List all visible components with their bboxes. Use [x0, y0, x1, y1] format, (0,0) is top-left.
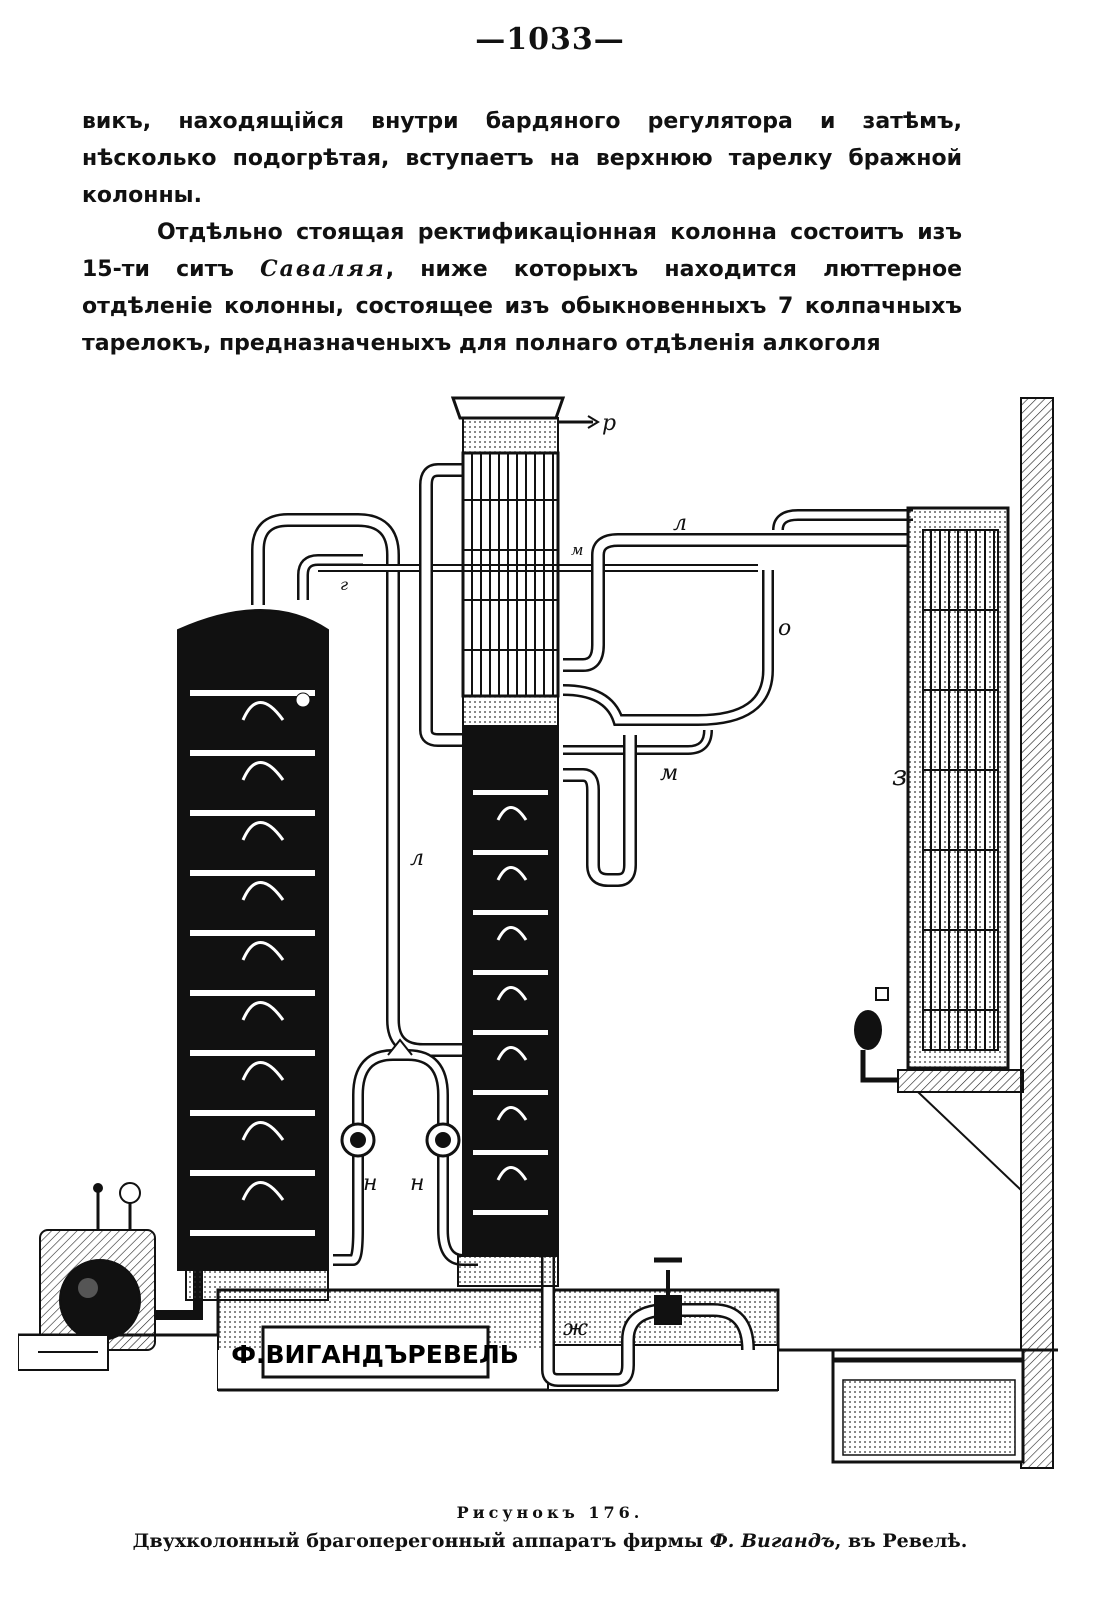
label-zh: ж — [563, 1316, 588, 1341]
label-o: о — [778, 616, 791, 641]
label-m-top: м — [571, 541, 583, 559]
page-number: —1033— — [475, 22, 625, 57]
caption-start: Двухколонный брагоперегонный аппаратъ фи… — [132, 1530, 710, 1552]
maker-plaque: Ф.ВИГАНДЪРЕВЕЛЬ — [231, 1340, 519, 1369]
caption-italic: Ф. Вигандъ — [709, 1530, 835, 1552]
wall-right — [1020, 397, 1054, 1469]
paragraph-2-end: , ниже которыхъ находится люттерное отдѣ… — [82, 257, 962, 356]
paragraph-2-start: Отдѣльно стоящая ректификаціонная колонн… — [82, 220, 962, 282]
label-n1: н — [363, 1171, 378, 1196]
apparatus-illustration: Ф.ВИГАНДЪРЕВЕЛЬ — [18, 396, 1058, 1469]
label-m-mid: м — [660, 761, 678, 786]
vapour-pipes — [251, 463, 913, 1387]
paragraph-2-italic: Саваляя — [260, 256, 386, 282]
label-l-top: л — [673, 511, 687, 536]
body-text: викъ, находящійся внутри бардяного регул… — [82, 103, 962, 362]
label-n2: н — [410, 1171, 425, 1196]
rectifying-column — [450, 396, 600, 1287]
figure-number: Рисунокъ 176. — [456, 1503, 644, 1522]
pumps — [340, 1038, 461, 1158]
label-g: г — [340, 575, 348, 594]
label-p: р — [602, 411, 616, 436]
label-z: з — [892, 759, 907, 792]
boiler — [18, 1182, 203, 1371]
wash-column — [177, 609, 329, 1301]
paragraph-1: викъ, находящійся внутри бардяного регул… — [82, 109, 962, 208]
paragraph-2: Отдѣльно стоящая ректификаціонная колонн… — [82, 214, 962, 362]
condenser — [854, 506, 1024, 1191]
label-l-left: л — [410, 846, 424, 871]
water-tap — [654, 1257, 682, 1325]
caption-end: , въ Ревелѣ. — [834, 1530, 968, 1552]
figure-caption: Двухколонный брагоперегонный аппаратъ фи… — [0, 1530, 1100, 1552]
